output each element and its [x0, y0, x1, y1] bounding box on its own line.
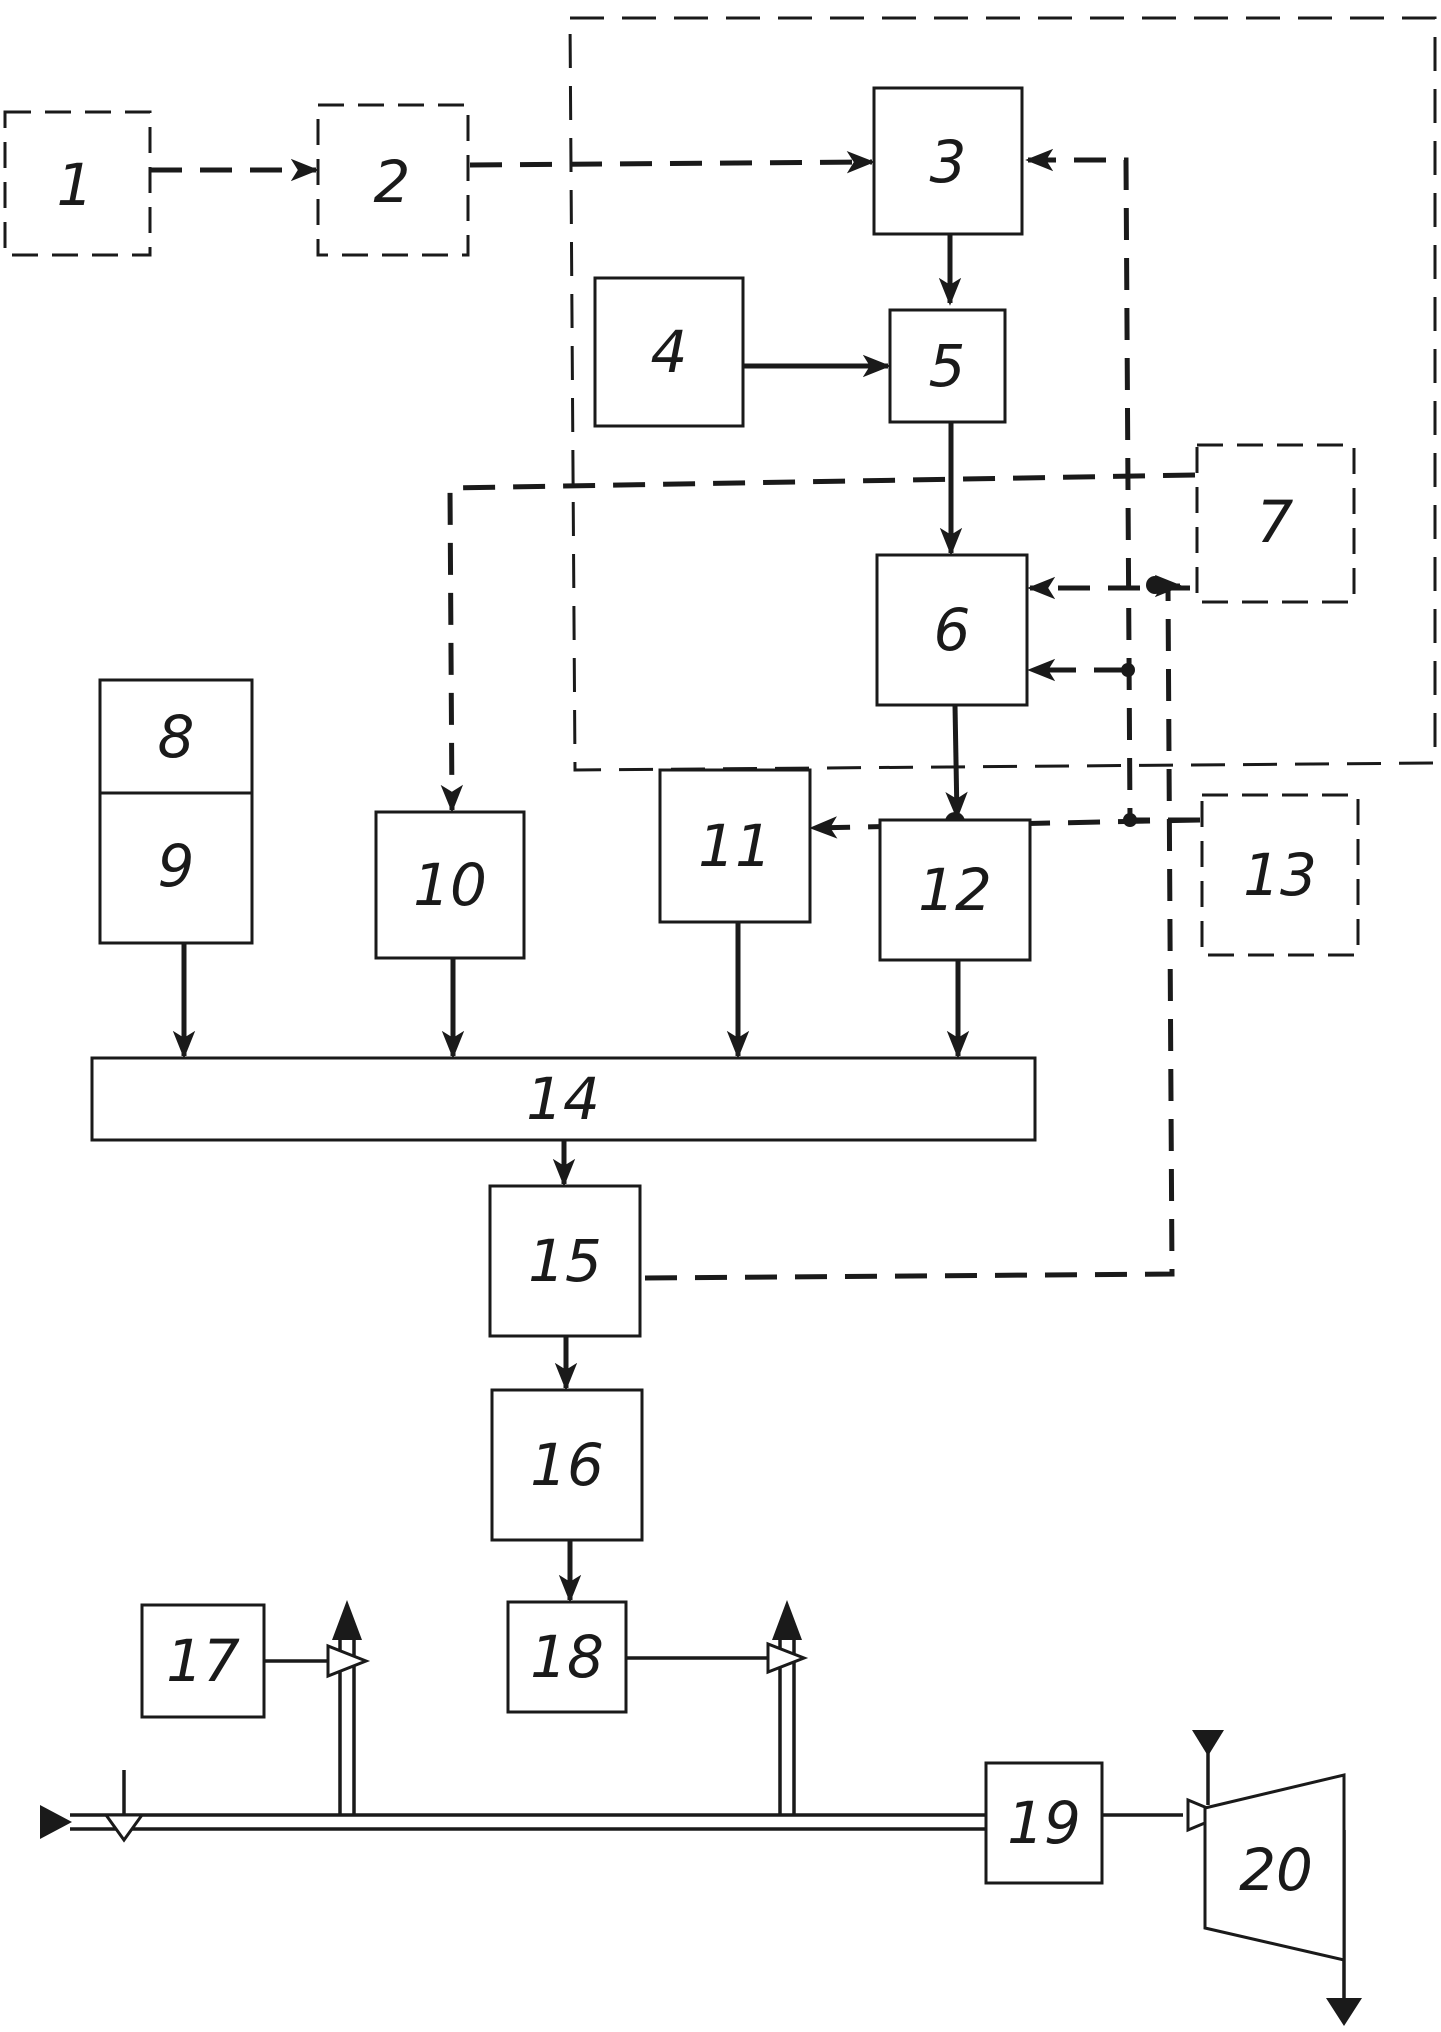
valve-17-icon [326, 1643, 371, 1679]
block-7: 7 [1195, 443, 1356, 604]
block-label: 8 [158, 703, 195, 771]
valve-18-icon [766, 1641, 809, 1675]
turbine-outlet-arrow-icon [1326, 1998, 1362, 2026]
block-label: 9 [158, 832, 195, 900]
block-label: 15 [528, 1227, 602, 1295]
block-8: 8 [98, 678, 254, 795]
block-label: 10 [413, 851, 487, 919]
block-label: 12 [918, 856, 992, 924]
block-16: 16 [490, 1388, 644, 1542]
block-5: 5 [888, 308, 1007, 424]
control-unit-frame [568, 16, 1437, 772]
block-17: 17 [140, 1603, 266, 1719]
block-13: 13 [1200, 793, 1360, 957]
block-9: 9 [98, 791, 254, 945]
turbine-top-arrow-icon [1192, 1730, 1224, 1756]
block-20-turbine: 20 [1203, 1773, 1346, 1962]
block-18: 18 [506, 1600, 628, 1714]
block-12: 12 [878, 818, 1032, 962]
block-label: 6 [934, 596, 971, 664]
block-label: 2 [374, 148, 411, 216]
block-1: 1 [3, 110, 152, 257]
block-11: 11 [658, 768, 812, 924]
block-label: 4 [651, 318, 688, 386]
block-label: 3 [930, 128, 967, 196]
block-label: 17 [166, 1627, 240, 1695]
block-19: 19 [984, 1761, 1104, 1885]
outlet-arrow-icon [332, 1600, 362, 1640]
block-label: 1 [57, 151, 94, 219]
block-label: 13 [1243, 841, 1317, 909]
block-6: 6 [875, 553, 1029, 707]
block-label: 20 [1239, 1836, 1313, 1904]
block-14: 14 [90, 1056, 1037, 1142]
outlet-arrow-icon [772, 1600, 802, 1640]
block-10: 10 [374, 810, 526, 960]
block-15: 15 [488, 1184, 642, 1338]
block-label: 11 [698, 812, 772, 880]
blocks: 1 2 3 4 5 6 7 8 [3, 86, 1360, 1962]
inlet-arrow-icon [40, 1805, 72, 1839]
block-label: 7 [1257, 488, 1294, 556]
block-label: 16 [530, 1431, 604, 1499]
block-3: 3 [872, 86, 1024, 236]
inlet-valve-icon [103, 1813, 145, 1843]
block-2: 2 [316, 103, 470, 257]
block-4: 4 [593, 276, 745, 428]
block-label: 18 [530, 1623, 604, 1691]
block-label: 5 [929, 332, 966, 400]
block-label: 14 [526, 1065, 600, 1133]
valves [40, 1600, 1362, 2026]
block-label: 19 [1007, 1789, 1081, 1857]
